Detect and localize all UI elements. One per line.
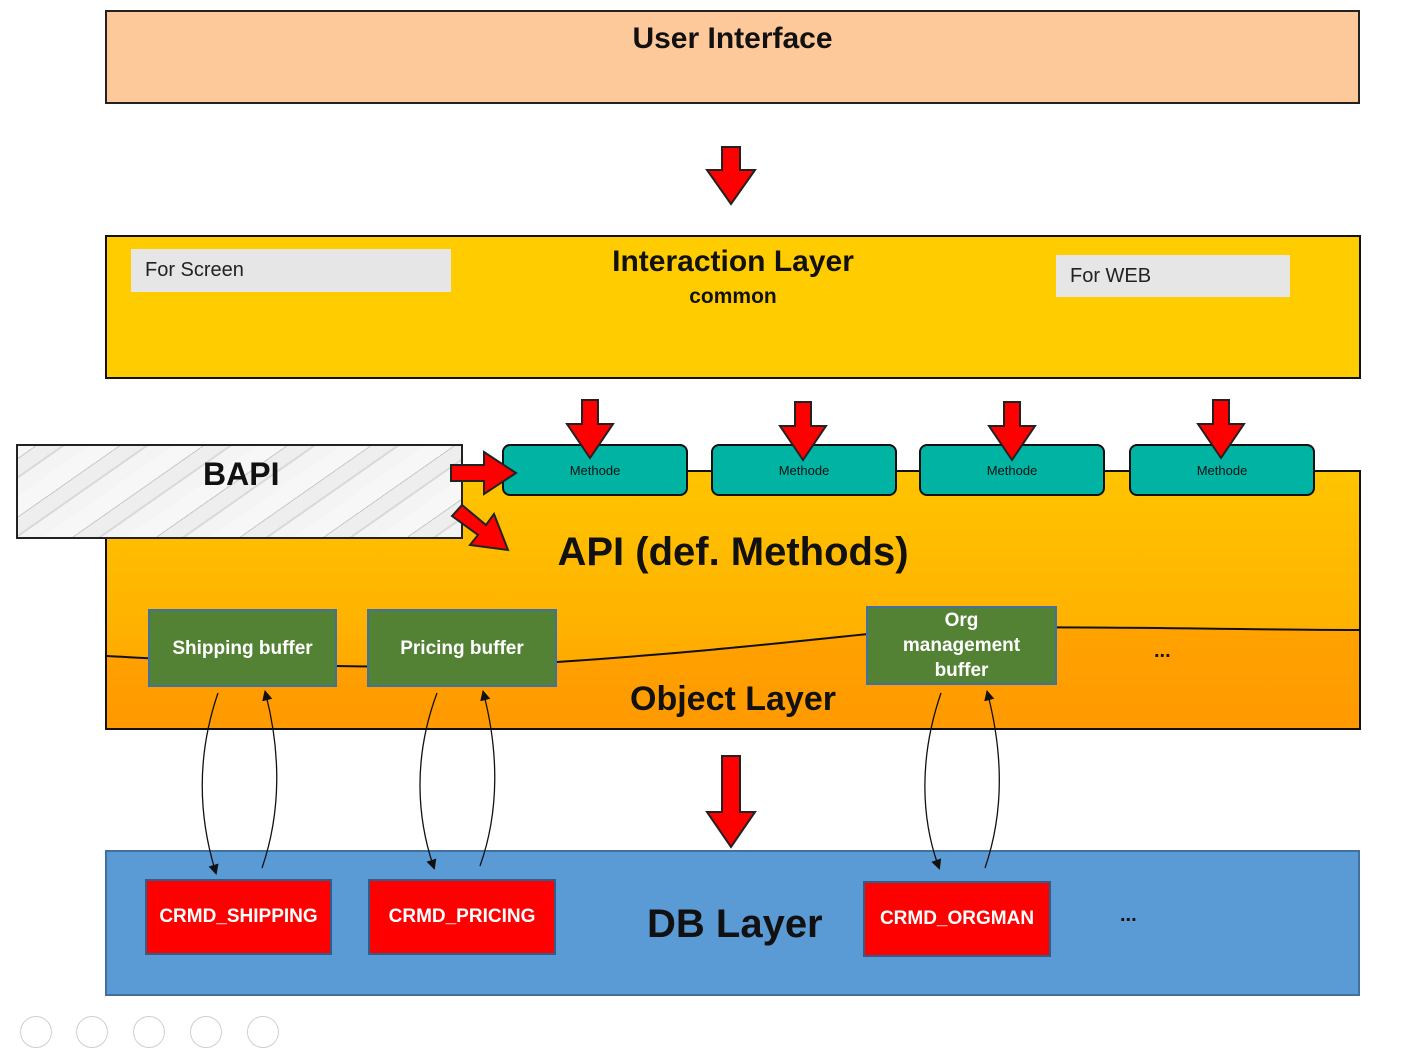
for-web-box: For WEB xyxy=(1056,255,1290,297)
write-arrow xyxy=(261,689,278,869)
interaction-layer: Interaction Layer common xyxy=(105,235,1361,379)
write-arrow xyxy=(984,689,1000,869)
object-layer-title: Object Layer xyxy=(630,680,836,718)
interaction-layer-title: Interaction Layer xyxy=(612,245,854,278)
shipping-buffer: Shipping buffer xyxy=(148,609,337,687)
read-arrow xyxy=(924,692,942,870)
db-layer-title: DB Layer xyxy=(647,902,823,946)
user-interface-layer: User Interface xyxy=(105,10,1360,104)
right-arrow-icon xyxy=(450,450,518,496)
down-arrow-icon xyxy=(565,399,1246,462)
crmd-orgman-table: CRMD_ORGMAN xyxy=(863,881,1051,957)
read-arrow xyxy=(201,692,219,875)
for-screen-box: For Screen xyxy=(131,249,451,292)
interaction-layer-subtitle: common xyxy=(689,285,777,308)
crmd-shipping-table: CRMD_SHIPPING xyxy=(145,879,332,955)
crmd-pricing-table: CRMD_PRICING xyxy=(368,879,556,955)
bapi-label: BAPI xyxy=(203,456,280,492)
object-layer-more: ... xyxy=(1154,640,1171,662)
db-layer-more: ... xyxy=(1120,904,1137,926)
down-arrow-icon xyxy=(705,755,757,849)
read-arrow xyxy=(419,692,438,870)
arrows-overlay xyxy=(201,146,1246,875)
write-arrow xyxy=(479,689,496,867)
down-arrow-icon xyxy=(705,146,757,206)
user-interface-title: User Interface xyxy=(632,22,833,55)
method-box: Methode xyxy=(502,444,688,496)
org-management-buffer: Org management buffer xyxy=(866,606,1057,685)
bapi-box: BAPI xyxy=(16,444,463,539)
api-title: API (def. Methods) xyxy=(557,530,909,574)
diagonal-arrow-icon xyxy=(450,503,510,552)
pricing-buffer: Pricing buffer xyxy=(367,609,557,687)
